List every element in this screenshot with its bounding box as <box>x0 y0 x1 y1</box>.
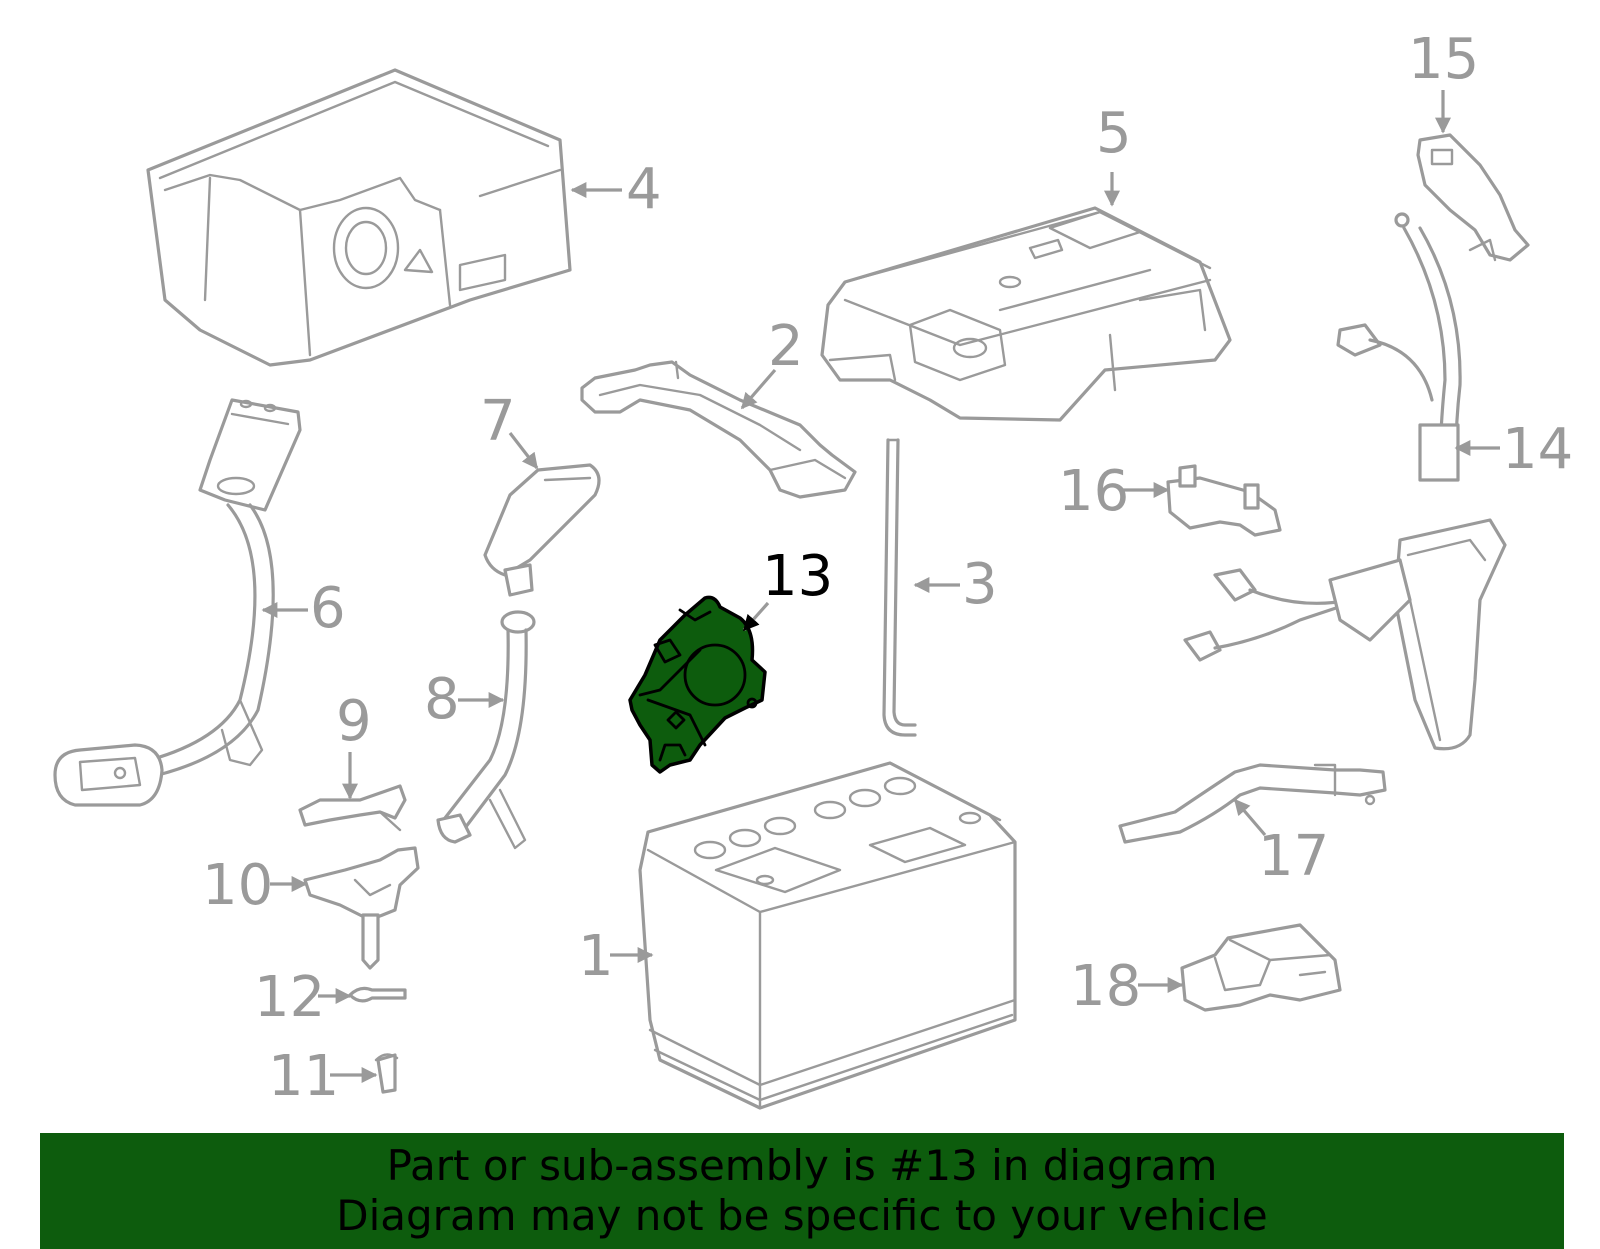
leader-7 <box>508 432 539 470</box>
callout-2: 2 <box>768 314 804 379</box>
callout-9: 9 <box>336 689 372 754</box>
part-2-hold-down-bracket[interactable] <box>580 360 857 499</box>
leader-13 <box>742 601 770 632</box>
callout-6: 6 <box>310 576 346 641</box>
part-14-cable-harness[interactable] <box>1183 212 1507 751</box>
callout-5: 5 <box>1096 101 1132 166</box>
leader-17 <box>1233 798 1267 837</box>
banner-line-1: Part or sub-assembly is #13 in diagram <box>386 1141 1218 1190</box>
part-3-j-bolt[interactable] <box>882 438 917 737</box>
callout-4: 4 <box>626 157 662 222</box>
callout-15: 15 <box>1408 27 1479 92</box>
callout-18: 18 <box>1070 954 1141 1019</box>
part-7-vent-plug[interactable] <box>483 463 601 597</box>
part-9-clip[interactable] <box>298 784 407 832</box>
part-8-vent-tube[interactable] <box>436 610 536 850</box>
banner-line-2: Diagram may not be specific to your vehi… <box>336 1191 1268 1240</box>
callout-12: 12 <box>254 965 325 1030</box>
callout-10: 10 <box>202 853 273 918</box>
part-10-elbow-fitting[interactable] <box>303 846 420 970</box>
callout-17: 17 <box>1258 824 1329 889</box>
callout-11: 11 <box>268 1044 339 1109</box>
part-4-battery-cover[interactable] <box>146 68 572 367</box>
callout-1: 1 <box>578 924 614 989</box>
callout-14: 14 <box>1502 417 1573 482</box>
part-5-battery-tray[interactable] <box>820 206 1232 422</box>
callout-labels: 4 5 15 2 7 6 3 14 16 13 8 9 10 1 17 18 1… <box>202 27 1573 1109</box>
part-17-cable[interactable] <box>1118 763 1387 844</box>
part-1-battery[interactable] <box>638 761 1017 1110</box>
part-13-highlighted-sensor[interactable] <box>628 595 767 774</box>
leader-2 <box>740 368 777 410</box>
part-6-vent-hose[interactable] <box>53 398 302 807</box>
callout-7: 7 <box>480 389 516 454</box>
callout-13: 13 <box>762 544 833 609</box>
part-16-bracket[interactable] <box>1166 464 1282 537</box>
info-banner: Part or sub-assembly is #13 in diagram D… <box>40 1133 1564 1249</box>
part-11-push-pin[interactable] <box>374 1053 399 1094</box>
leader-arrows <box>261 90 1500 1083</box>
callout-8: 8 <box>424 667 460 732</box>
callout-3: 3 <box>962 552 998 617</box>
part-12-clip[interactable] <box>348 986 407 1003</box>
part-15-terminal[interactable] <box>1416 133 1530 262</box>
part-18-relay-bracket[interactable] <box>1180 923 1342 1012</box>
callout-16: 16 <box>1058 459 1129 524</box>
